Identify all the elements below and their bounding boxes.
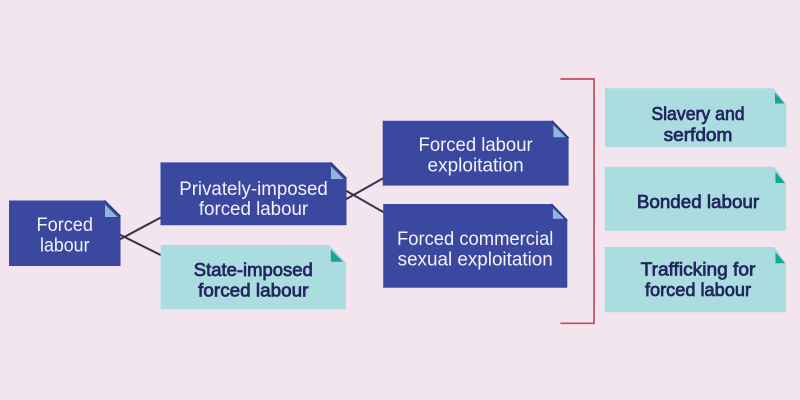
- svg-text:Forced commercial: Forced commercial: [397, 229, 553, 250]
- svg-text:forced labour: forced labour: [199, 199, 309, 220]
- svg-text:Forced labour: Forced labour: [419, 135, 534, 156]
- svg-text:sexual exploitation: sexual exploitation: [398, 250, 553, 271]
- svg-text:Trafficking for: Trafficking for: [641, 259, 756, 280]
- svg-text:labour: labour: [40, 236, 90, 257]
- svg-text:Forced: Forced: [37, 215, 93, 236]
- svg-text:Privately-imposed: Privately-imposed: [179, 179, 328, 200]
- svg-text:exploitation: exploitation: [428, 156, 524, 177]
- svg-text:State-imposed: State-imposed: [194, 259, 313, 280]
- svg-text:serfdom: serfdom: [664, 124, 733, 145]
- svg-text:Bonded labour: Bonded labour: [637, 191, 759, 212]
- svg-text:forced labour: forced labour: [198, 279, 308, 300]
- svg-text:forced labour: forced labour: [645, 279, 751, 300]
- svg-text:Slavery and: Slavery and: [651, 103, 744, 124]
